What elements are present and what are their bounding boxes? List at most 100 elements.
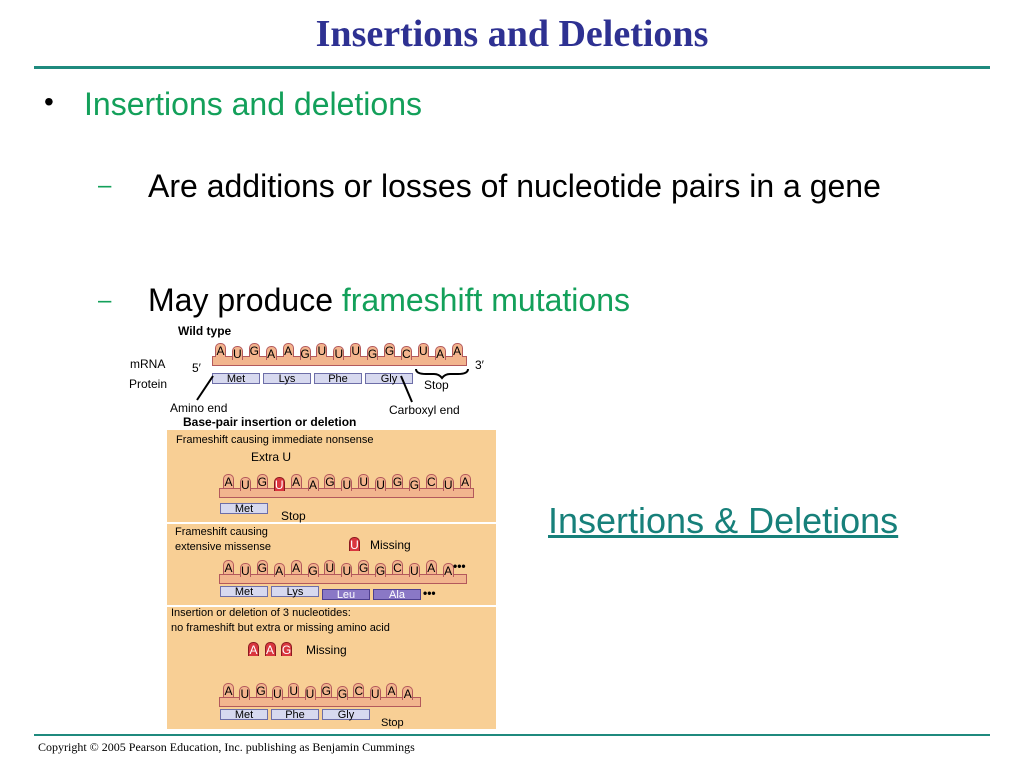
nucleotide-tab: [307, 563, 319, 577]
nucleotide-tab: [239, 477, 251, 491]
nucleotide-tab: [307, 477, 319, 491]
nucleotide-tab: [350, 343, 362, 357]
nucleotide-base: U: [305, 687, 315, 701]
nucleotide-base: U: [376, 478, 385, 492]
panel3-mrna-strip: [219, 697, 421, 707]
nucleotide-base: G: [359, 561, 369, 575]
nucleotide-tab: [408, 563, 420, 577]
nucleotide-base: A: [284, 344, 293, 358]
nucleotide-base: G: [409, 478, 420, 492]
nucleotide-base: A: [308, 478, 317, 492]
nucleotide-tab: [369, 686, 381, 700]
nucleotide-base: A: [224, 561, 233, 575]
slide-title: Insertions and Deletions: [315, 13, 709, 55]
nucleotide-base: A: [292, 561, 301, 575]
nucleotide-tab: [442, 477, 454, 491]
nucleotide-tab: [375, 477, 387, 491]
nucleotide-tab: [337, 686, 349, 700]
nucleotide-tab: [341, 477, 353, 491]
nucleotide-tab: [215, 343, 226, 357]
nucleotide-base: G: [367, 347, 378, 361]
nucleotide-tab: [417, 343, 429, 357]
sub-bullet-2: May produce frameshift mutations: [148, 280, 630, 321]
panel1-caption: Frameshift causing immediate nonsense: [176, 434, 374, 446]
nucleotide-tab: [290, 560, 302, 574]
nucleotide-base: U: [410, 564, 419, 578]
carboxyl-end-pointer: [400, 375, 413, 403]
five-prime-label: 5′: [192, 361, 201, 375]
nucleotide-base: G: [384, 344, 395, 358]
title-divider: [34, 66, 990, 69]
nucleotide-tab: [239, 563, 251, 577]
nucleotide-base: C: [354, 684, 364, 698]
nucleotide-base: U: [342, 478, 352, 492]
panel-three-nucleotides: [167, 607, 496, 729]
nucleotide-base: U: [351, 344, 361, 358]
nucleotide-base: U: [334, 347, 344, 361]
nucleotide-base: G: [375, 564, 386, 578]
nucleotide-base: U: [274, 478, 284, 492]
mrna-label: mRNA: [130, 357, 166, 371]
nucleotide-base: G: [257, 475, 267, 489]
insertions-deletions-link[interactable]: Insertions & Deletions: [548, 500, 899, 541]
nucleotide-base: A: [224, 475, 233, 489]
nucleotide-base: G: [321, 684, 331, 698]
nucleotide-base: U: [443, 478, 453, 492]
nucleotide-tab: [271, 686, 283, 700]
nucleotide-tab: [392, 560, 403, 574]
nucleotide-tab: [367, 346, 379, 360]
nucleotide-base: U: [241, 564, 250, 578]
nucleotide-tab: [442, 563, 454, 577]
amino-acid-box: Ala: [373, 589, 421, 601]
nucleotide-tab: [248, 343, 260, 357]
sub-bullet-1: Are additions or losses of nucleotide pa…: [148, 168, 881, 204]
frameshift-highlight: frameshift mutations: [341, 282, 630, 318]
three-prime-label: 3′: [475, 358, 484, 372]
carboxyl-end-label: Carboxyl end: [389, 403, 460, 417]
nucleotide-base: U: [241, 478, 250, 492]
nucleotide-base: U: [233, 347, 242, 361]
sub-bullet-dash-2: –: [98, 287, 112, 314]
wild-type-heading: Wild type: [178, 324, 232, 338]
missing-nucleotide-tab: [248, 642, 259, 656]
amino-acid-box: Lys: [263, 373, 311, 385]
nucleotide-base: G: [392, 475, 403, 489]
panel3-stop-label: Stop: [381, 717, 404, 729]
nucleotide-base: C: [402, 347, 411, 361]
nucleotide-base: A: [436, 347, 445, 361]
nucleotide-tab: [255, 683, 267, 697]
nucleotide-base: A: [275, 564, 284, 578]
nucleotide-tab: [223, 560, 234, 574]
panel2-mrna-ellipsis: •••: [453, 559, 466, 573]
wild-type-stop-brace: [415, 368, 469, 380]
nucleotide-base: C: [393, 561, 402, 575]
nucleotide-tab: [392, 474, 403, 488]
nucleotide-tab: [425, 474, 437, 488]
nucleotide-tab: [290, 474, 302, 488]
nucleotide-tab: [320, 683, 332, 697]
nucleotide-tab: [273, 563, 285, 577]
panel2-missing-label: Missing: [370, 538, 411, 552]
nucleotide-base: A: [453, 344, 462, 358]
nucleotide-base: U: [317, 344, 327, 358]
nucleotide-tab: [324, 560, 336, 574]
nucleotide-base: U: [370, 687, 380, 701]
panel3-missing-label: Missing: [306, 643, 347, 657]
nucleotide-tab: [282, 343, 294, 357]
nucleotide-base: U: [359, 475, 369, 489]
footer-divider: [34, 734, 990, 736]
bullet-dot: •: [44, 86, 54, 117]
nucleotide-tab: [402, 686, 414, 700]
amino-acid-box: Lys: [271, 586, 319, 598]
sub-bullet-dash-1: –: [98, 172, 112, 199]
nucleotide-tab: [434, 346, 446, 360]
amino-acid-box: Met: [220, 503, 268, 515]
nucleotide-base: G: [325, 475, 335, 489]
nucleotide-tab: [400, 346, 412, 360]
nucleotide-base: U: [289, 684, 299, 698]
nucleotide-tab: [304, 686, 316, 700]
missing-nucleotide-base: A: [249, 643, 258, 657]
nucleotide-tab: [265, 346, 277, 360]
amino-acid-box: Phe: [271, 709, 319, 721]
